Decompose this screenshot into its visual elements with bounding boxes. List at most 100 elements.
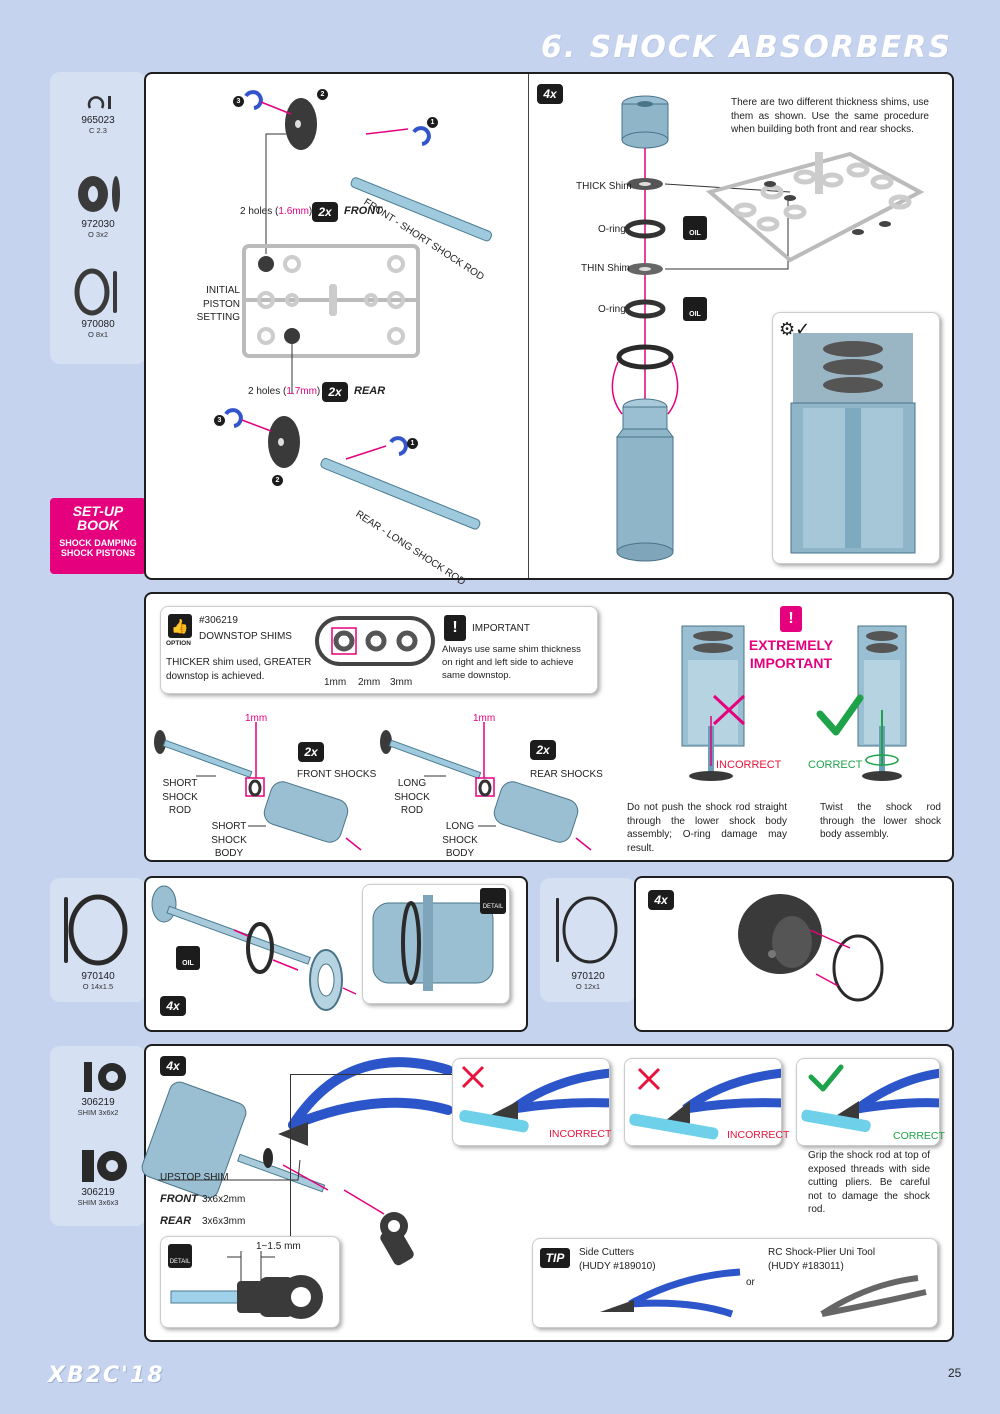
part-desc: O 14x1.5	[82, 982, 114, 991]
part-oring-12: 970120 O 12x1	[548, 894, 628, 991]
long-rod-label: LONG SHOCK ROD	[394, 778, 430, 816]
e-clip-icon	[87, 96, 111, 109]
part-desc: C 2.3	[89, 126, 107, 135]
setup-book-line: SHOCK PISTONS	[60, 548, 136, 558]
shim-size-1: 1mm	[324, 677, 347, 688]
oring-label: O-ring	[598, 224, 626, 235]
part-desc: O 3x2	[87, 230, 108, 239]
oil-icon: OIL	[683, 216, 707, 240]
o-ring-icon	[74, 268, 117, 316]
step-number-3: 3	[214, 415, 225, 426]
piston-assembly-diagram	[224, 90, 492, 530]
cap-detail-illustration	[372, 895, 494, 991]
correct-text: Twist the shock rod through the lower sh…	[820, 802, 941, 840]
part-code: 972030	[81, 219, 115, 230]
quantity-badge: 4x	[648, 890, 674, 910]
parts-column-step6	[50, 1046, 146, 1226]
pliers-incorrect-illustration	[459, 1065, 609, 1133]
quantity-badge: 4x	[537, 84, 563, 104]
front-label: FRONT	[344, 205, 382, 217]
holes-front-label: 2 holes (1.6mm)	[240, 206, 313, 217]
setup-book-title: SET-UP	[72, 503, 124, 519]
quantity-badge: 2x	[530, 740, 556, 760]
part-code: 970120	[571, 971, 605, 982]
detail-magnifier-icon: DETAIL	[480, 888, 506, 914]
shim-size-3: 3mm	[390, 677, 413, 688]
incorrect-grip-2	[624, 1058, 782, 1146]
rod-insertion-diagram	[681, 625, 907, 781]
part-desc: O 8x1	[87, 330, 108, 339]
pliers-incorrect-illustration	[629, 1067, 781, 1140]
part-code: 306219	[81, 1187, 115, 1198]
front-shocks-label: FRONT SHOCKS	[297, 769, 377, 780]
shim-1mm-label: 1mm	[245, 713, 268, 724]
step-number-2: 2	[317, 89, 328, 100]
short-body-label: SHORT SHOCK BODY	[211, 821, 247, 859]
page-title: 6. SHOCK ABSORBERS	[541, 30, 952, 65]
upstop-shim-label: UPSTOP SHIM	[160, 1172, 229, 1183]
shim-note: There are two different thickness shims,…	[731, 97, 929, 135]
shock-cutaway-illustration	[790, 333, 916, 554]
tool-side-cutters: Side Cutters (HUDY #189010)	[579, 1247, 656, 1272]
rear-label: REAR	[160, 1215, 192, 1227]
quantity-badge: 4x	[160, 996, 186, 1016]
bottom-cap-oring-diagram	[738, 894, 884, 1002]
incorrect-label: INCORRECT	[549, 1128, 612, 1140]
part-shim-3: 306219 SHIM 3x6x3	[58, 1148, 138, 1207]
shock-plier-tool-illustration	[820, 1275, 927, 1317]
part-shim-2: 306219 SHIM 3x6x2	[58, 1060, 138, 1117]
quantity-badge: 2x	[312, 202, 338, 222]
pliers-correct-illustration	[801, 1064, 939, 1133]
part-code: 306219	[81, 1097, 115, 1108]
important-title: IMPORTANT	[472, 623, 530, 634]
part-oring-large: 970080 O 8x1	[58, 268, 138, 339]
parts-column-top	[50, 72, 146, 364]
quantity-badge: 2x	[298, 742, 324, 762]
option-tag: OPTION	[166, 640, 191, 647]
initial-setting-label: INITIAL PISTON SETTING	[196, 285, 240, 323]
option-title: DOWNSTOP SHIMS	[199, 631, 292, 642]
correct-label: CORRECT	[893, 1130, 945, 1142]
setup-book-title-2: BOOK	[77, 517, 119, 533]
correct-label: CORRECT	[808, 759, 863, 771]
incorrect-grip-1	[452, 1058, 610, 1146]
part-clip: 965023 C 2.3	[58, 90, 138, 135]
front-label: FRONT	[160, 1193, 198, 1205]
important-text: Always use same shim thickness on right …	[442, 644, 581, 681]
rod-end-detail-illustration	[170, 1251, 323, 1319]
o-ring-icon	[78, 176, 120, 212]
step-number-1: 1	[407, 438, 418, 449]
downstop-assembly-diagram	[154, 722, 592, 851]
incorrect-label: INCORRECT	[727, 1129, 790, 1141]
tip-tools-box	[532, 1238, 938, 1328]
leader-line	[290, 1074, 291, 1242]
correct-grip	[796, 1058, 940, 1146]
part-code: 970080	[81, 319, 115, 330]
setup-book-badge: SET-UP BOOK SHOCK DAMPING SHOCK PISTONS	[50, 498, 146, 574]
rear-shim-size: 3x6x3mm	[202, 1216, 246, 1227]
important-icon: !	[444, 615, 466, 641]
tool-shock-plier: RC Shock-Plier Uni Tool (HUDY #183011)	[768, 1247, 876, 1272]
step-number-1: 1	[427, 117, 438, 128]
part-code: 970140	[81, 971, 115, 982]
incorrect-label: INCORRECT	[716, 759, 782, 771]
option-text: THICKER shim used, GREATER downstop is a…	[166, 657, 312, 682]
setup-book-line: SHOCK DAMPING	[59, 538, 137, 548]
tip-badge: TIP	[540, 1248, 570, 1268]
step-number-2: 2	[272, 475, 283, 486]
quantity-badge: 2x	[322, 382, 348, 402]
shim-icon	[84, 1062, 126, 1092]
upstop-pliers-diagram	[141, 1057, 453, 1266]
oil-icon: OIL	[683, 297, 707, 321]
o-ring-icon	[64, 894, 128, 966]
quantity-badge: 4x	[160, 1056, 186, 1076]
holes-rear-label: 2 holes (1.7mm)	[248, 386, 321, 397]
extremely-important-label: EXTREMELY IMPORTANT	[748, 637, 834, 671]
part-desc: O 12x1	[575, 982, 601, 991]
page-number: 25	[948, 1366, 962, 1380]
rear-label: REAR	[354, 385, 386, 397]
incorrect-text: Do not push the shock rod straight throu…	[627, 802, 787, 854]
part-oring-14: 970140 O 14x1.5	[58, 894, 138, 991]
thick-shim-label: THICK Shim	[576, 181, 632, 192]
oring-label: O-ring	[598, 304, 626, 315]
